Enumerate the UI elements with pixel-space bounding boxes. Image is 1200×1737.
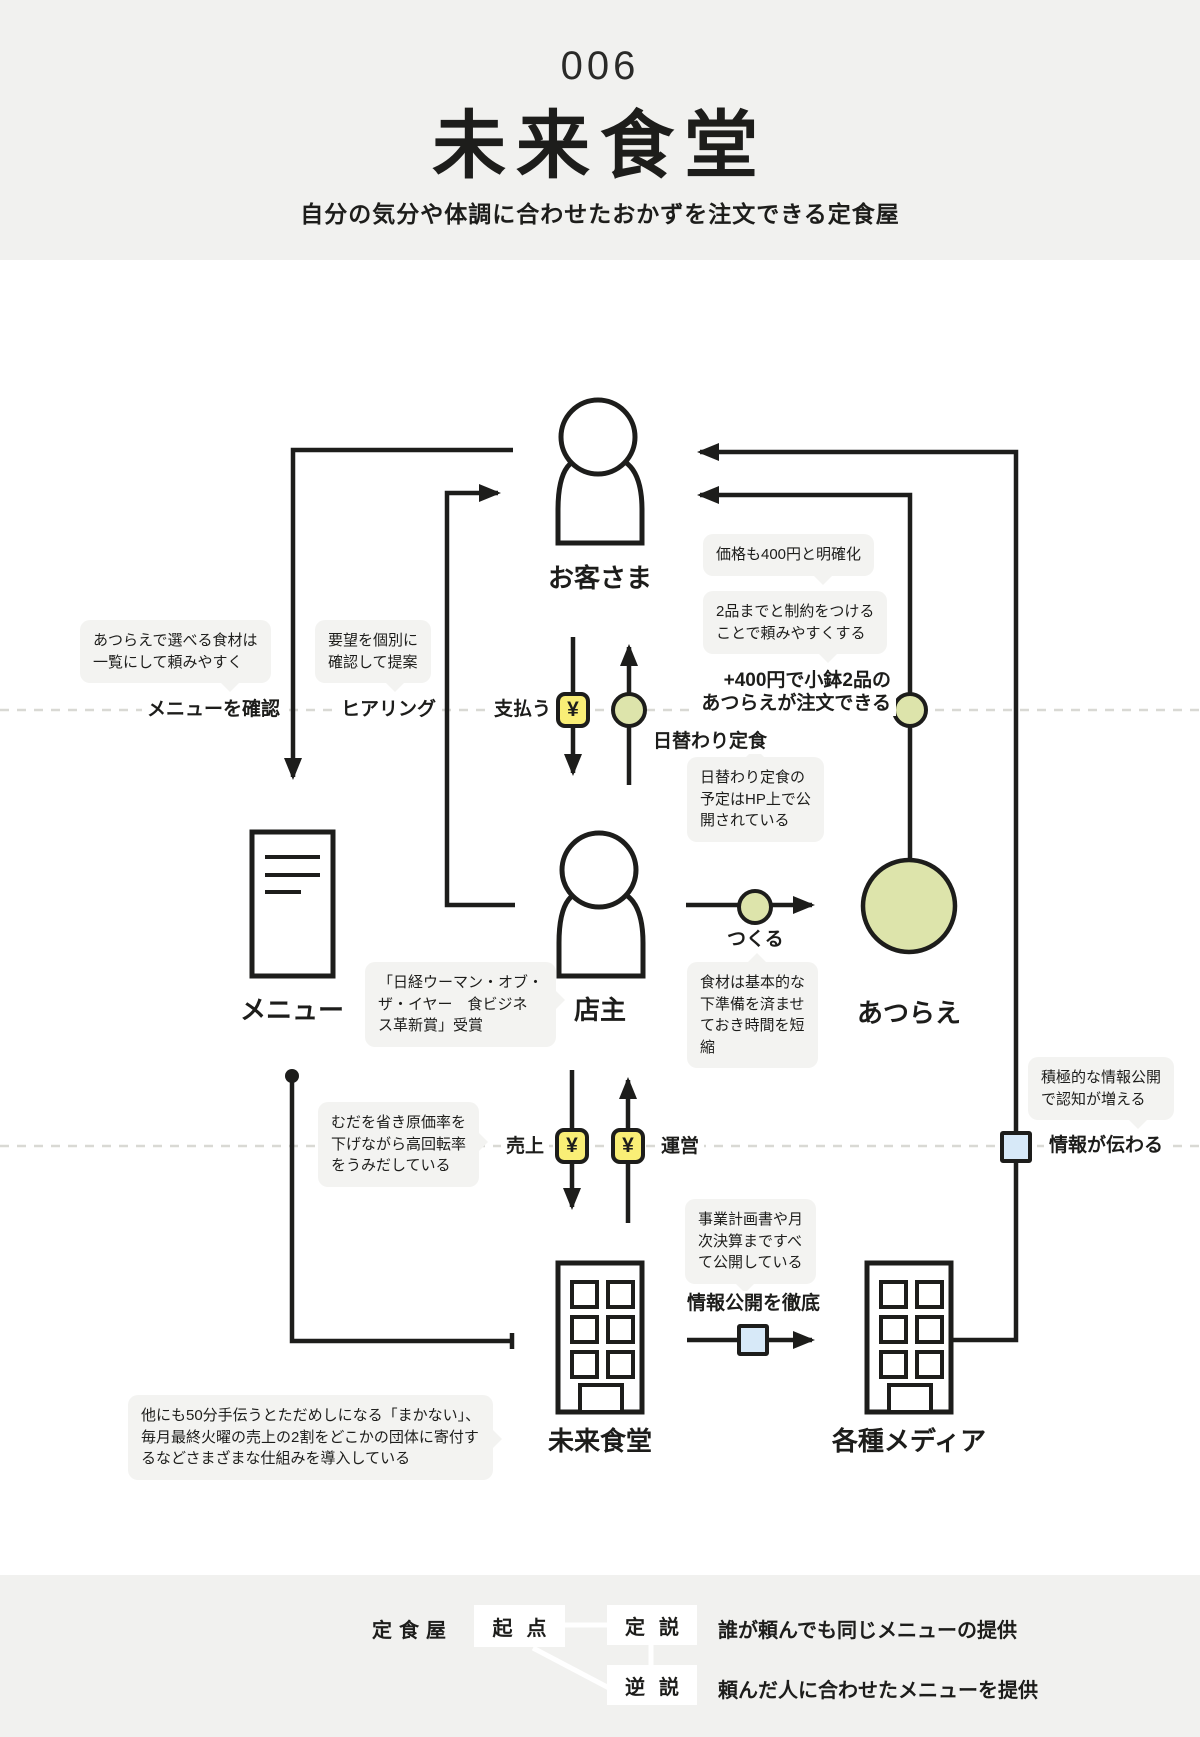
legend-connectors [531, 1622, 654, 1691]
bubble-plan: 事業計画書や月 次決算まですべ て公開している [685, 1199, 817, 1292]
bubble-other-systems: 他にも50分手伝うとただめしになる「まかない」、 毎月最終火曜の売上の2割をどこ… [128, 1395, 503, 1480]
label-plus400: +400円で小鉢2品の あつらえが注文できる [690, 668, 896, 716]
info-node-icon [737, 1324, 769, 1356]
bubble-daily-hp: 日替わり定食の 予定はHP上で公 開されている [687, 748, 824, 842]
footer-band [0, 1575, 1200, 1737]
legend-paradox-text: 頼んだ人に合わせたメニューを提供 [718, 1680, 1038, 1702]
bubble-recognition: 積極的な情報公開 で認知が増える [1028, 1057, 1175, 1129]
label-hearing: ヒアリング [336, 697, 442, 722]
header-band [0, 0, 1200, 260]
atsurae-icon [860, 857, 958, 955]
bubble-cost: むだを省き原価率を 下げながら高回転率 をうみだしている [318, 1102, 489, 1187]
owner-icon [556, 830, 646, 979]
bubble-ingredients: あつらえで選べる食材は 一覧にして頼みやすく [80, 620, 271, 692]
make-node-circle [737, 889, 773, 925]
page-subtitle: 自分の気分や体調に合わせたおかずを注文できる定食屋 [300, 201, 900, 227]
owner-head [559, 830, 639, 910]
flow-lines [284, 443, 1019, 1349]
label-make: つくる [722, 927, 789, 952]
label-operate: 運営 [656, 1134, 705, 1159]
info-node-icon [1000, 1131, 1032, 1163]
customer-icon [555, 397, 645, 546]
node-label-menu: メニュー [239, 995, 345, 1025]
yen-icon: ¥ [556, 692, 590, 728]
arrow-atsurae-to-customer [697, 486, 913, 858]
bubble-prep: 食材は基本的な 下準備を済ませ ておき時間を短 縮 [687, 953, 819, 1068]
node-label-media: 各種メディア [831, 1426, 987, 1456]
yen-icon: ¥ [611, 1128, 645, 1164]
label-info-disclose: 情報公開を徹底 [682, 1291, 826, 1316]
media-building-icon [864, 1260, 954, 1415]
node-label-restaurant: 未来食堂 [547, 1426, 653, 1456]
bubble-price: 価格も400円と明確化 [703, 534, 875, 584]
menu-icon [249, 829, 336, 979]
legend-origin-box: 起点 [474, 1605, 565, 1647]
label-sales: 売上 [501, 1134, 550, 1159]
bubble-request: 要望を個別に 確認して提案 [315, 620, 432, 692]
bubble-award: 「日経ウーマン・オブ・ ザ・イヤー 食ビジネ ス革新賞」受賞 [365, 962, 566, 1047]
node-label-owner: 店主 [573, 995, 627, 1025]
link-restaurant-to-menu [289, 1080, 512, 1344]
customer-head [558, 397, 638, 477]
legend-thesis-box: 定説 [607, 1605, 697, 1645]
label-check-menu: メニューを確認 [142, 697, 286, 722]
yen-icon: ¥ [555, 1128, 589, 1164]
page-title: 未来食堂 [432, 104, 768, 187]
legend-paradox-box: 逆説 [607, 1665, 697, 1705]
link-origin-dot [285, 1069, 299, 1083]
label-info-spread: 情報が伝わる [1044, 1133, 1169, 1158]
arrow-owner-to-customer-hearing [444, 484, 515, 908]
node-label-atsurae: あつらえ [856, 998, 962, 1028]
restaurant-building-icon [555, 1260, 645, 1415]
legend-thesis-text: 誰が頼んでも同じメニューの提供 [718, 1620, 1017, 1642]
arrow-media-to-customer [697, 443, 1019, 1343]
daily-set-node-circle [611, 692, 647, 728]
bubble-two-items: 2品までと制約をつける ことで頼みやすくする [703, 591, 888, 663]
arrow-customer-to-menu [284, 447, 513, 780]
label-daily-set: 日替わり定食 [648, 729, 773, 754]
label-pay: 支払う [489, 697, 557, 722]
page-number: 006 [560, 44, 640, 88]
legend-category: 定食屋 [372, 1620, 453, 1642]
atsurae-order-node-circle [892, 692, 928, 728]
node-label-customer: お客さま [547, 563, 653, 593]
